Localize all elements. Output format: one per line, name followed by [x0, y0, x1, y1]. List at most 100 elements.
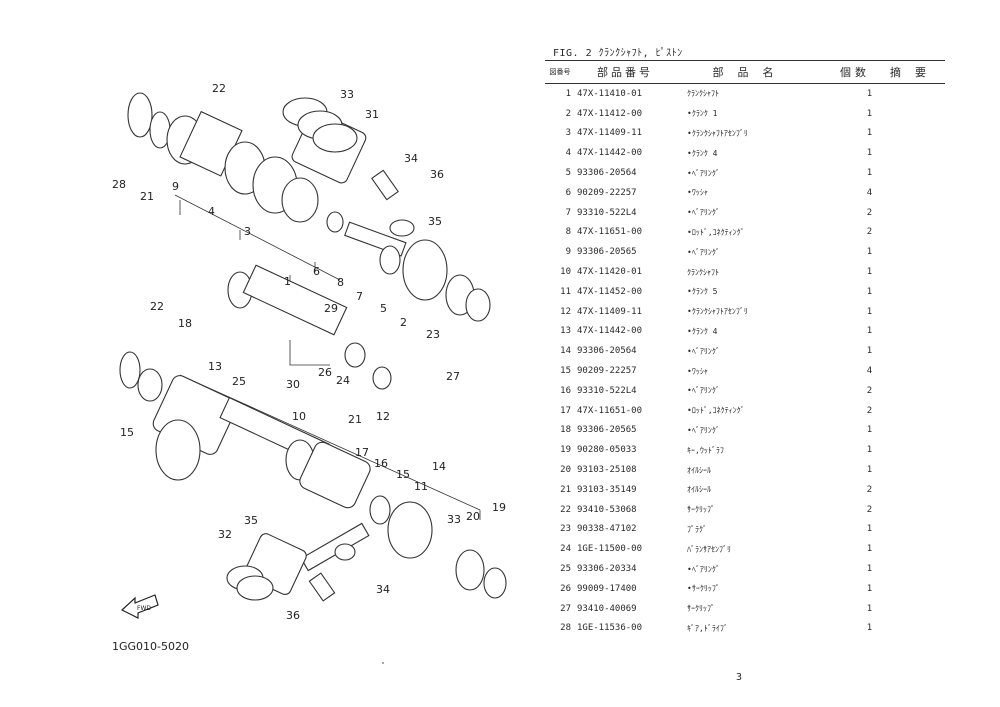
row-number: 5 [565, 168, 571, 179]
quantity: 1 [866, 128, 873, 139]
quantity: 1 [866, 326, 873, 337]
quantity: 2 [866, 207, 873, 218]
drawing-code: 1GG010-5020 [112, 640, 189, 653]
part-name: ｸﾗﾝｸｼｬﾌﾄ [687, 267, 719, 277]
svg-text:19: 19 [492, 501, 506, 514]
part-name: ｷｰ,ｳｯﾄﾞﾗﾌ [687, 445, 724, 455]
part-number: 1GE-11536-00 [577, 623, 643, 634]
row-number: 17 [560, 405, 571, 416]
part-number: 47X-11410-01 [577, 88, 643, 99]
svg-text:10: 10 [292, 410, 306, 423]
quantity: 1 [866, 168, 873, 179]
part-number: 90209-22257 [577, 187, 637, 198]
quantity: 1 [866, 524, 873, 535]
row-number: 6 [565, 187, 571, 198]
part-name: ﾊﾞﾗﾝｻｱｾﾝﾌﾞﾘ [687, 544, 731, 554]
part-name: •ﾍﾞｱﾘﾝｸﾞ [687, 386, 720, 396]
svg-text:12: 12 [376, 410, 390, 423]
row-number: 4 [565, 148, 571, 159]
part-name: •ｸﾗﾝｸ 1 [687, 109, 718, 119]
row-number: 23 [560, 524, 571, 535]
row-number: 12 [560, 306, 571, 317]
row-number: 21 [560, 484, 571, 495]
part-name: ｸﾗﾝｸｼｬﾌﾄ [687, 89, 719, 99]
svg-text:15: 15 [120, 426, 134, 439]
svg-text:33: 33 [447, 513, 461, 526]
svg-text:2: 2 [400, 316, 407, 329]
row-number: 3 [565, 128, 571, 139]
part-number: 90209-22257 [577, 366, 637, 377]
svg-text:28: 28 [112, 178, 126, 191]
table-header: 図番号 部品番号 部品名 個数 摘要 [545, 60, 945, 84]
row-number: 10 [560, 267, 571, 278]
row-number: 16 [560, 385, 571, 396]
svg-text:34: 34 [376, 583, 390, 596]
row-number: 13 [560, 326, 571, 337]
part-number: 47X-11442-00 [577, 326, 643, 337]
svg-text:26: 26 [318, 366, 332, 379]
row-number: 1 [565, 88, 571, 99]
svg-text:3: 3 [244, 225, 251, 238]
header-remarks: 摘要 [890, 66, 940, 79]
svg-text:14: 14 [432, 460, 446, 473]
row-number: 8 [565, 227, 571, 238]
part-name: •ｸﾗﾝｸ 5 [687, 287, 718, 297]
quantity: 1 [866, 544, 873, 555]
svg-text:30: 30 [286, 378, 300, 391]
part-name: •ﾜｯｼｬ [687, 188, 708, 198]
part-number: 47X-11409-11 [577, 128, 643, 139]
row-number: 20 [560, 465, 571, 476]
row-number: 7 [565, 207, 571, 218]
row-number: 18 [560, 425, 571, 436]
svg-text:35: 35 [428, 215, 442, 228]
svg-text:21: 21 [348, 413, 362, 426]
header-part-no: 部品番号 [597, 66, 653, 79]
part-number: 47X-11412-00 [577, 108, 643, 119]
row-number: 19 [560, 445, 571, 456]
quantity: 2 [866, 385, 873, 396]
part-number: 47X-11420-01 [577, 267, 643, 278]
quantity: 1 [866, 267, 873, 278]
part-name: •ﾍﾞｱﾘﾝｸﾞ [687, 247, 720, 257]
part-name: •ﾛｯﾄﾞ,ｺﾈｸﾃｨﾝｸﾞ [687, 227, 745, 237]
part-number: 47X-11651-00 [577, 227, 643, 238]
part-number: 93310-522L4 [577, 385, 637, 396]
row-number: 9 [565, 247, 571, 258]
quantity: 1 [866, 306, 873, 317]
svg-text:23: 23 [426, 328, 440, 341]
part-number: 90338-47102 [577, 524, 637, 535]
part-name: ｻｰｸﾘｯﾌﾟ [687, 505, 715, 515]
svg-text:21: 21 [140, 190, 154, 203]
svg-text:24: 24 [336, 374, 350, 387]
svg-text:17: 17 [355, 446, 369, 459]
part-name: ｵｲﾙｼｰﾙ [687, 465, 711, 475]
row-number: 28 [560, 623, 571, 634]
header-name: 部品名 [712, 66, 788, 79]
svg-text:27: 27 [446, 370, 460, 383]
part-name: •ﾍﾞｱﾘﾝｸﾞ [687, 168, 720, 178]
svg-text:31: 31 [365, 108, 379, 121]
quantity: 2 [866, 227, 873, 238]
quantity: 1 [866, 286, 873, 297]
callout-labels: 22 33 31 28 21 9 4 3 34 36 35 1 6 8 7 2 … [112, 82, 506, 622]
svg-text:22: 22 [212, 82, 226, 95]
part-name: •ｸﾗﾝｸｼｬﾌﾄｱｾﾝﾌﾞﾘ [687, 307, 748, 317]
quantity: 2 [866, 484, 873, 495]
quantity: 1 [866, 623, 873, 634]
part-number: 93306-20565 [577, 425, 637, 436]
part-name: •ﾛｯﾄﾞ,ｺﾈｸﾃｨﾝｸﾞ [687, 406, 745, 416]
svg-text:33: 33 [340, 88, 354, 101]
svg-text:16: 16 [374, 457, 388, 470]
part-name: •ﾍﾞｱﾘﾝｸﾞ [687, 564, 720, 574]
